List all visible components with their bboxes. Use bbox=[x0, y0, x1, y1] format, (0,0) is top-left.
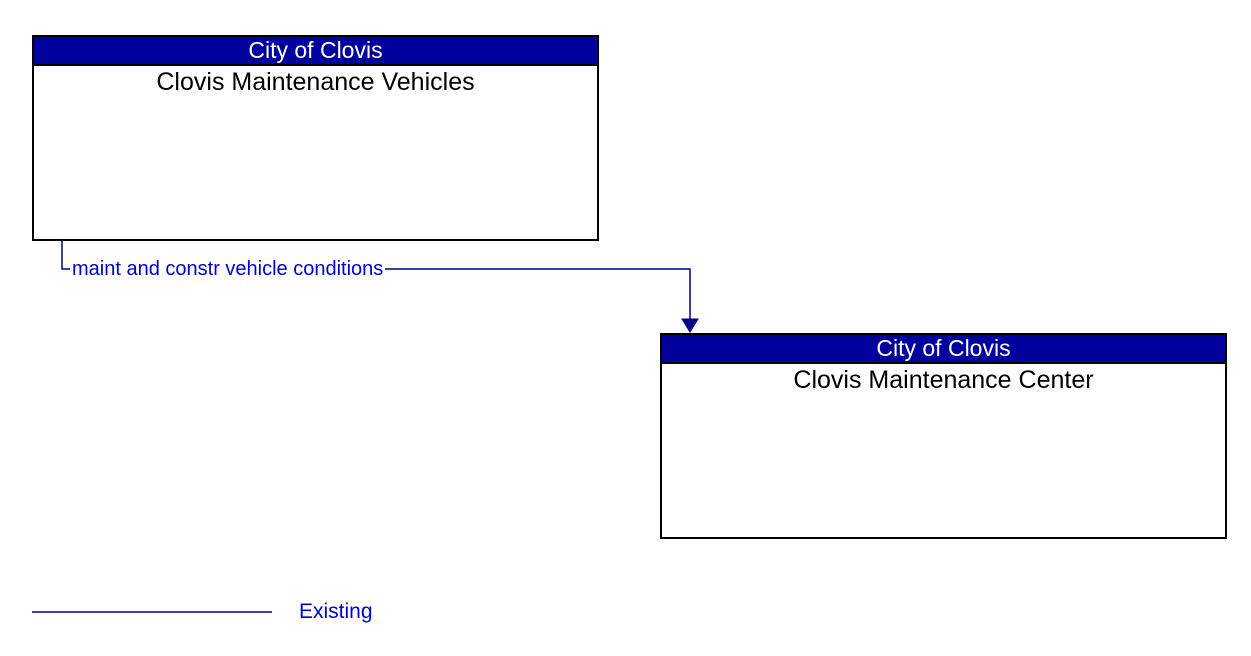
flow-label: maint and constr vehicle conditions bbox=[70, 257, 386, 281]
entity-clovis-maintenance-center: City of Clovis Clovis Maintenance Center bbox=[660, 333, 1227, 539]
entity-name-label: Clovis Maintenance Vehicles bbox=[156, 68, 475, 96]
entity-header-label: City of Clovis bbox=[662, 335, 1225, 364]
entity-name-label: Clovis Maintenance Center bbox=[793, 366, 1094, 394]
legend-label-existing: Existing bbox=[299, 600, 373, 623]
flow-arrowhead-icon bbox=[681, 318, 699, 333]
entity-clovis-maintenance-vehicles: City of Clovis Clovis Maintenance Vehicl… bbox=[32, 35, 599, 241]
entity-header-label: City of Clovis bbox=[34, 37, 597, 66]
